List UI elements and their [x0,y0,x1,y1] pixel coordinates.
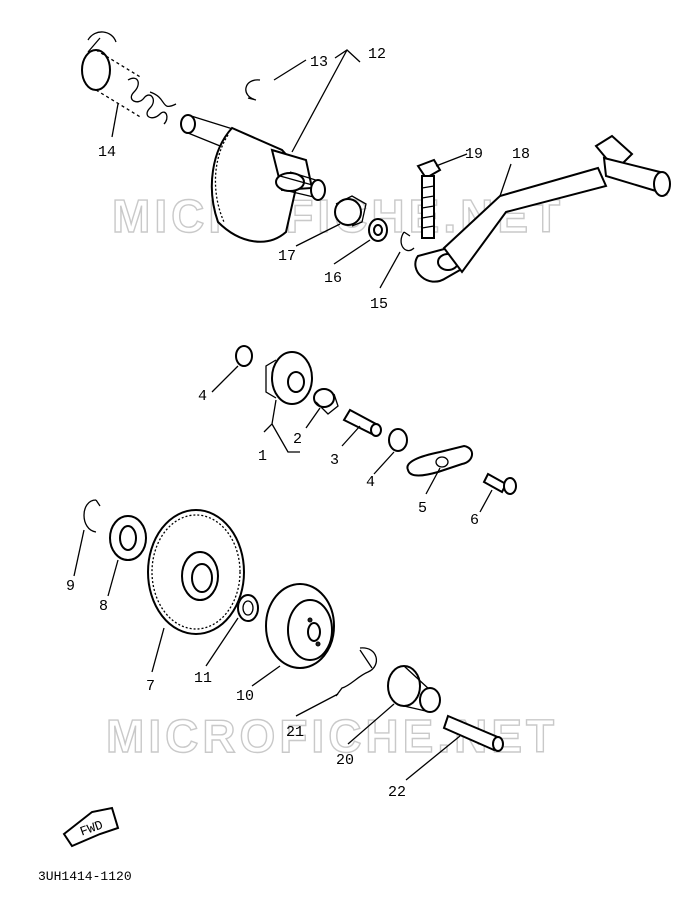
screw-6-part [482,472,517,495]
forward-arrow-icon: FWD [62,806,120,848]
plate-5-part [406,444,473,477]
kick-crank-part [414,134,671,283]
circlip-15-part [400,231,415,252]
clip-part [245,79,261,101]
callout-11: 11 [194,670,212,687]
callout-20: 20 [336,752,354,769]
callout-12: 12 [368,46,386,63]
kick-bolt-part [416,158,442,239]
kick-axle-part [180,114,326,243]
callout-1: 1 [258,448,267,465]
drawing-code: 3UH1414-1120 [38,869,132,884]
callout-22: 22 [388,784,406,801]
callout-19: 19 [465,146,483,163]
kick-spring-part [81,31,177,125]
callout-21: 21 [286,724,304,741]
idle-gear-part [265,351,313,405]
callout-9: 9 [66,578,75,595]
bearing-8-part [109,515,147,561]
callout-10: 10 [236,688,254,705]
callout-15: 15 [370,296,388,313]
callout-17: 17 [278,248,296,265]
washer-16-hole [373,224,383,236]
callout-13: 13 [310,54,328,71]
callout-5: 5 [418,500,427,517]
callout-4-top: 4 [198,388,207,405]
callout-7: 7 [146,678,155,695]
callout-6: 6 [470,512,479,529]
circlip-9-part [83,499,101,533]
callout-14: 14 [98,144,116,161]
callout-8: 8 [99,598,108,615]
callout-3: 3 [330,452,339,469]
collar-part [334,195,367,227]
kick-gear-7-part [147,509,245,635]
pin-22-part [442,714,504,752]
kick-pinion-20-part [387,665,441,713]
callout-18: 18 [512,146,530,163]
shaft-3-part [342,408,382,437]
callout-16: 16 [324,270,342,287]
callout-4-bottom: 4 [366,474,375,491]
washer-4-bottom-part [388,428,408,452]
callout-2: 2 [293,431,302,448]
ratchet-10-part [265,583,335,669]
spring-21-part [335,647,378,697]
washer-11-part [237,594,259,622]
bushing-2-part [313,388,339,415]
leader-lines [73,49,512,781]
washer-4-top-part [235,345,253,367]
